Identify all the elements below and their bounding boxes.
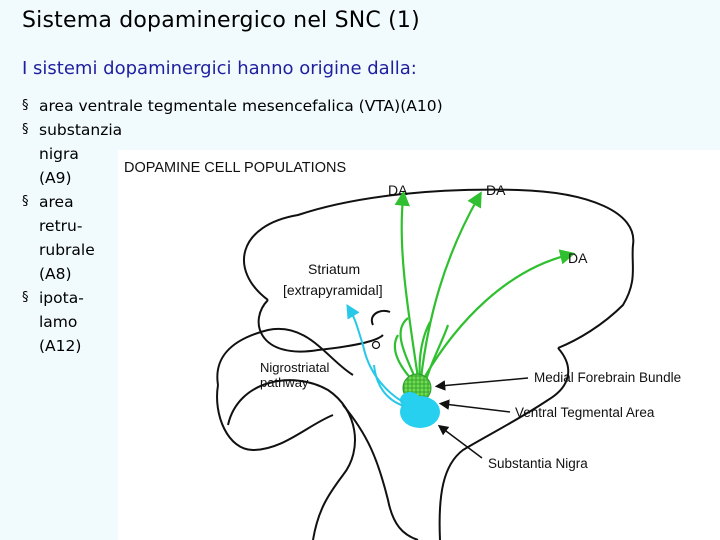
bullet-list: § area ventrale tegmentale mesencefalica…	[22, 94, 582, 358]
striatum-label-box	[283, 257, 397, 301]
temporal-lobe-contour	[216, 384, 334, 452]
bullet-text: nigra	[39, 145, 79, 163]
brainstem-outline-right	[438, 347, 570, 540]
da-label-1: DA	[388, 182, 408, 198]
brain-lower-contour	[216, 327, 354, 386]
green-pathway-da3	[423, 249, 576, 379]
bullet-text: area	[39, 193, 74, 211]
bullet-item-vta: § area ventrale tegmentale mesencefalica…	[22, 94, 582, 118]
bullet-text: area ventrale tegmentale mesencefalica (…	[39, 97, 443, 115]
bullet-text: substanzia	[39, 121, 123, 139]
bullet-icon: §	[22, 98, 29, 113]
green-pathway-limbic-3	[424, 324, 450, 381]
brain-figure: DOPAMINE CELL POPULATIONS Striatum [extr…	[118, 150, 720, 540]
bullet-text: retru-	[39, 217, 83, 235]
blue-pathway-main	[346, 303, 404, 403]
substantia-nigra-label: Substantia Nigra	[488, 456, 588, 471]
bullet-text: (A8)	[39, 265, 72, 283]
cerebellum-outline	[227, 379, 356, 540]
bullet-text: lamo	[39, 313, 78, 331]
bullet-text: rubrale	[39, 241, 95, 259]
substantia-nigra-lobe	[400, 392, 420, 408]
nigrostriatal-label-line2: pathway	[260, 375, 309, 390]
bullet-icon: §	[22, 290, 29, 305]
da-label-3: DA	[568, 250, 588, 266]
striatum-label: Striatum	[308, 261, 360, 277]
slide-title: Sistema dopaminergico nel SNC (1)	[22, 8, 420, 33]
pathway-node	[371, 340, 381, 350]
medial-forebrain-bundle-label: Medial Forebrain Bundle	[534, 370, 681, 385]
bullet-item-substantia-nigra: § substanzia nigra (A9)	[22, 118, 123, 190]
green-pathway-frontal	[419, 191, 482, 379]
slide-subtitle: I sistemi dopaminergici hanno origine da…	[22, 58, 417, 79]
blue-pathway-branch	[373, 364, 405, 407]
bullet-text: (A12)	[39, 337, 82, 355]
nigrostriatal-label-line1: Nigrostriatal	[260, 360, 329, 375]
mesolimbic-pathways	[393, 190, 576, 383]
da-label-2: DA	[486, 182, 506, 198]
cerebellum-fold	[370, 309, 391, 326]
substantia-nigra-leader-arrow	[437, 424, 483, 459]
figure-title: DOPAMINE CELL POPULATIONS	[124, 160, 346, 176]
brain-outline	[243, 188, 635, 349]
brainstem-outline	[342, 404, 419, 540]
bullet-text: (A9)	[39, 169, 72, 187]
bullet-item-retrorubral: § area retru- rubrale (A8)	[22, 190, 119, 286]
bullet-item-hypothalamus: § ipota- lamo (A12)	[22, 286, 119, 358]
brain-diagram: DOPAMINE CELL POPULATIONS Striatum [extr…	[124, 160, 681, 540]
brain-inner-contour	[257, 299, 384, 353]
nigrostriatal-pathway	[346, 303, 405, 407]
bullet-icon: §	[22, 194, 29, 209]
vta-leader-arrow	[438, 399, 511, 413]
bullet-icon: §	[22, 122, 29, 137]
bullet-text: ipota-	[39, 289, 84, 307]
mfb-leader-arrow	[434, 377, 529, 391]
green-pathway-limbic-1	[399, 317, 418, 381]
ventral-tegmental-area-label: Ventral Tegmental Area	[515, 405, 655, 420]
striatum-note-label: [extrapyramidal]	[283, 282, 383, 298]
green-pathway-cortex	[394, 190, 420, 379]
